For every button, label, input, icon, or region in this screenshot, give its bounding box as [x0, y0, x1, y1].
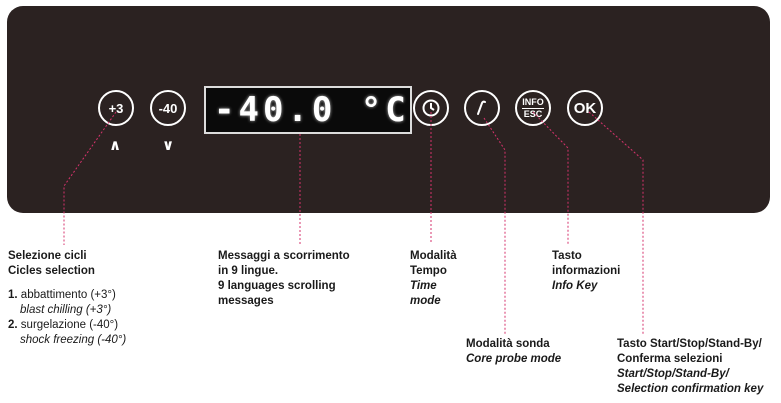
item1-number: 1. — [8, 289, 18, 301]
info-divider — [522, 107, 544, 109]
start-label: Tasto Start/Stop/Stand-By/ Conferma sele… — [617, 337, 763, 397]
start-line2: Conferma selezioni — [617, 353, 723, 365]
arrow-up-icon: ∧ — [109, 136, 122, 154]
info-line3: Info Key — [552, 280, 598, 292]
probe-line1: Modalità sonda — [466, 338, 550, 350]
item2-number: 2. — [8, 319, 18, 331]
info-line1: Tasto — [552, 250, 582, 262]
leader-cycles — [63, 111, 117, 245]
start-line3: Start/Stop/Stand-By/ — [617, 368, 729, 380]
cycles-title-en: Cicles selection — [8, 265, 95, 277]
clock-icon — [422, 99, 440, 117]
item1-it: abbattimento (+3°) — [20, 289, 116, 301]
info-key-label: Tasto informazioni Info Key — [552, 249, 620, 294]
time-line1: Modalità — [410, 250, 457, 262]
time-line4: mode — [410, 295, 441, 307]
leader-probe — [483, 117, 506, 334]
info-esc-button[interactable]: INFO ESC — [515, 90, 551, 126]
messages-line2: in 9 lingue. — [218, 265, 279, 277]
start-line4: Selection confirmation key — [617, 383, 764, 395]
info-label: INFO — [522, 96, 544, 107]
messages-line3: 9 languages scrolling — [218, 280, 336, 292]
messages-line4: messages — [218, 295, 274, 307]
probe-label: Modalità sonda Core probe mode — [466, 337, 561, 367]
minus40-button[interactable]: -40 — [150, 90, 186, 126]
messages-line1: Messaggi a scorrimento — [218, 250, 350, 262]
info-line2: informazioni — [552, 265, 621, 277]
probe-line2: Core probe mode — [466, 353, 562, 365]
cycles-label: Selezione cicli Cicles selection 1. abba… — [8, 249, 126, 348]
plus3-button[interactable]: +3 — [98, 90, 134, 126]
item2-en: shock freezing (-40°) — [20, 334, 127, 346]
cycles-title-it: Selezione cicli — [8, 250, 87, 262]
probe-icon — [477, 100, 486, 115]
leader-start — [588, 111, 644, 334]
item2-it: surgelazione (-40°) — [20, 319, 119, 331]
messages-label: Messaggi a scorrimento in 9 lingue. 9 la… — [218, 249, 350, 309]
time-line2: Tempo — [410, 265, 447, 277]
item1-en: blast chilling (+3°) — [20, 304, 112, 316]
leader-info — [532, 111, 569, 244]
esc-label: ESC — [523, 108, 543, 119]
start-line1: Tasto Start/Stop/Stand-By/ — [617, 338, 762, 350]
lcd-display: -40.0 °C — [204, 86, 412, 134]
arrow-down-icon: ∨ — [162, 136, 175, 154]
time-line3: Time — [410, 280, 437, 292]
ok-button[interactable]: OK — [567, 90, 603, 126]
probe-mode-button[interactable] — [464, 90, 500, 126]
time-label: Modalità Tempo Time mode — [410, 249, 457, 309]
